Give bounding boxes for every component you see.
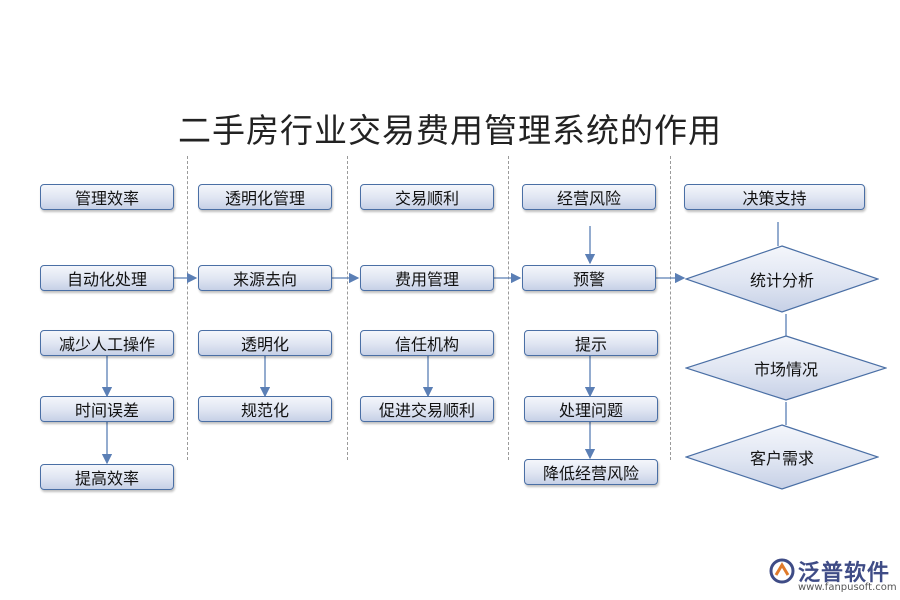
node-statistical-analysis-label: 统计分析	[749, 271, 814, 290]
node-promote-transaction: 促进交易顺利	[360, 396, 494, 422]
node-hint: 提示	[524, 330, 658, 356]
node-trust-institution: 信任机构	[360, 330, 494, 356]
node-customer-demand-label: 客户需求	[749, 449, 814, 468]
column-header-smooth-transaction: 交易顺利	[360, 184, 494, 210]
brand-logo: 泛普软件 www.fanpusoft.com	[768, 555, 897, 595]
column-header-transparent-management: 透明化管理	[198, 184, 332, 210]
node-handle-problems: 处理问题	[524, 396, 658, 422]
column-header-decision-support: 决策支持	[684, 184, 865, 210]
node-market-situation-label: 市场情况	[753, 360, 818, 379]
node-customer-demand: 客户需求	[685, 424, 879, 490]
node-fee-management: 费用管理	[360, 265, 494, 291]
node-standardization: 规范化	[198, 396, 332, 422]
node-statistical-analysis: 统计分析	[685, 245, 879, 313]
node-reduce-manual-work: 减少人工操作	[40, 330, 174, 356]
node-time-error: 时间误差	[40, 396, 174, 422]
node-reduce-business-risk: 降低经营风险	[524, 459, 658, 485]
node-early-warning: 预警	[522, 265, 656, 291]
node-transparency: 透明化	[198, 330, 332, 356]
brand-mark-icon	[769, 558, 795, 584]
node-automation: 自动化处理	[40, 265, 174, 291]
column-separator	[670, 156, 671, 460]
brand-name: 泛普软件	[798, 561, 891, 586]
column-header-management-efficiency: 管理效率	[40, 184, 174, 210]
brand-url: www.fanpusoft.com	[798, 582, 897, 593]
page-title: 二手房行业交易费用管理系统的作用	[178, 111, 722, 150]
node-source-destination: 来源去向	[198, 265, 332, 291]
column-separator	[347, 156, 348, 460]
node-improve-efficiency: 提高效率	[40, 464, 174, 490]
column-header-business-risk: 经营风险	[522, 184, 656, 210]
node-market-situation: 市场情况	[685, 335, 887, 401]
column-separator	[508, 156, 509, 460]
column-separator	[187, 156, 188, 460]
